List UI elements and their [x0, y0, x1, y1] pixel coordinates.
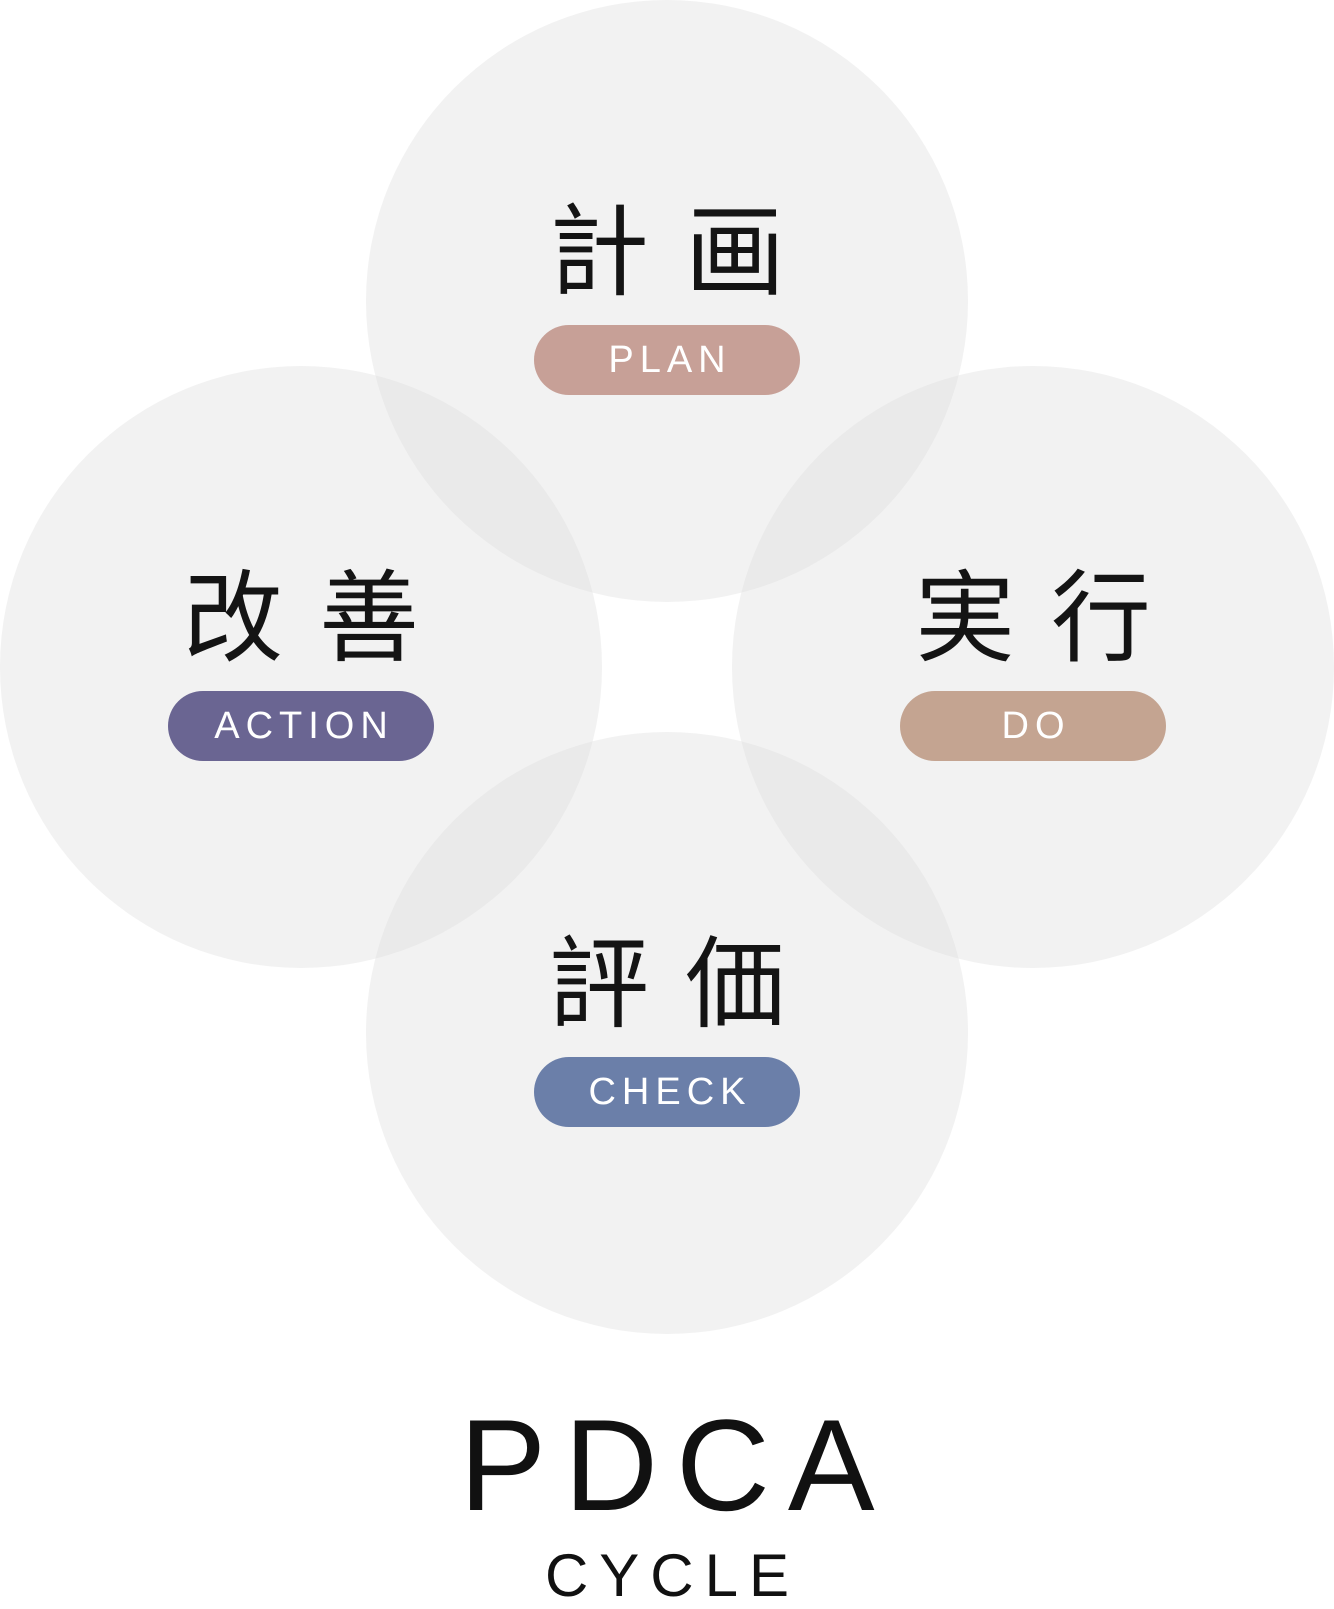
action-badge: ACTION [168, 691, 434, 761]
plan-node: 計画 PLAN [517, 195, 817, 395]
do-badge: DO [900, 691, 1166, 761]
action-node: 改善 ACTION [151, 561, 451, 761]
plan-kanji: 計画 [549, 194, 821, 311]
action-kanji: 改善 [183, 560, 455, 677]
diagram-subtitle: CYCLE [544, 1542, 801, 1609]
check-badge: CHECK [534, 1057, 800, 1127]
do-node: 実行 DO [883, 561, 1183, 761]
check-circle [366, 732, 968, 1334]
diagram-title: PDCA [459, 1392, 893, 1538]
check-kanji: 評価 [549, 926, 821, 1043]
check-node: 評価 CHECK [517, 927, 817, 1127]
plan-badge: PLAN [534, 325, 800, 395]
do-circle [732, 366, 1334, 968]
action-circle [0, 366, 602, 968]
plan-circle [366, 0, 968, 602]
do-kanji: 実行 [915, 560, 1187, 677]
